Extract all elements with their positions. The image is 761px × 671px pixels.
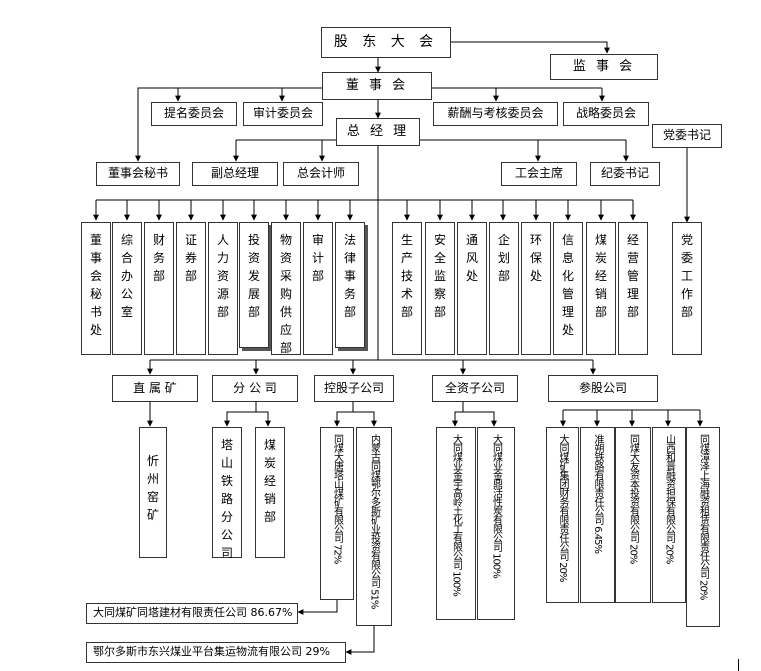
dept-board-secretary-office: 董事会秘书处	[81, 222, 111, 355]
dept-securities: 证券部	[176, 222, 206, 355]
company-label: 大同煤业金鼎活性炭有限公司 100%	[490, 434, 502, 578]
tongta-building-materials-box: 大同煤矿同塔建材有限责任公司 86.67%	[86, 603, 298, 624]
dept-ventilation: 通风处	[457, 222, 487, 355]
equity-finance-company-box: 大同煤矿集团财务有限责任公司 20%	[546, 427, 579, 603]
dept-label: 生产技术部	[400, 233, 413, 319]
dept-label: 企划部	[497, 233, 510, 283]
dept-business-management: 经营管理部	[618, 222, 648, 355]
board-of-supervisors-box: 监 事 会	[550, 54, 658, 80]
dept-party-committee: 党委工作部	[672, 222, 702, 355]
equity-hejin-guarantee-box: 山西和晋融资担保有限公司 20%	[652, 427, 686, 603]
dept-finance: 财务部	[144, 222, 174, 355]
equity-zhangze-leasing-box: 同煤漳泽上海融资租赁有限责任公司 20%	[686, 427, 720, 627]
dept-label: 综合办公室	[120, 233, 133, 319]
shareholders-meeting-box: 股 东 大 会	[321, 27, 451, 58]
company-label: 内蒙古同煤鄂尔多斯矿业投资有限公司 51%	[368, 434, 380, 609]
board-of-directors-box: 董 事 会	[322, 72, 432, 100]
dept-label: 证券部	[184, 233, 197, 283]
dept-environmental: 环保处	[521, 222, 551, 355]
dept-label: 环保处	[529, 233, 542, 283]
dept-label: 党委工作部	[680, 233, 693, 319]
compensation-committee-box: 薪酬与考核委员会	[433, 102, 558, 126]
dept-production-technology: 生产技术部	[392, 222, 422, 355]
category-direct-mines: 直 属 矿	[112, 375, 198, 402]
dept-investment-development: 投资发展部	[239, 222, 269, 348]
dept-procurement: 物资采购供应部	[271, 222, 301, 355]
dept-audit: 审计部	[303, 222, 333, 355]
dept-label: 财务部	[152, 233, 165, 283]
category-branches: 分 公 司	[212, 375, 298, 402]
xinzhouyao-mine-box: 忻州窑矿	[139, 427, 167, 558]
category-equity-holdings: 参股公司	[548, 375, 658, 402]
equity-datong-capital-box: 同煤大友资本投资有限公司 20%	[615, 427, 651, 603]
dept-label: 信息化管理处	[561, 233, 574, 337]
dept-label: 人力资源部	[216, 233, 229, 319]
dept-label: 审计部	[311, 233, 324, 283]
nomination-committee-box: 提名委员会	[151, 102, 237, 126]
dept-label: 通风处	[465, 233, 478, 283]
company-label: 同煤大唐塔山煤矿有限公司 72%	[331, 434, 343, 564]
company-label: 准朔铁路有限责任公司 6.45%	[592, 434, 603, 553]
dept-label: 物资采购供应部	[279, 233, 292, 355]
party-secretary-box: 党委书记	[652, 124, 722, 148]
wholly-owned-jinyu-box: 大同煤业金宇高岭土化工有限公司 100%	[436, 427, 476, 620]
holding-sub-ordos-box: 内蒙古同煤鄂尔多斯矿业投资有限公司 51%	[356, 427, 392, 626]
board-secretary-box: 董事会秘书	[96, 162, 180, 186]
wholly-owned-jinding-box: 大同煤业金鼎活性炭有限公司 100%	[477, 427, 515, 620]
company-label: 大同煤矿集团财务有限责任公司 20%	[557, 434, 568, 582]
dept-label: 董事会秘书处	[89, 233, 102, 337]
holding-sub-tashan-box: 同煤大唐塔山煤矿有限公司 72%	[320, 427, 354, 600]
dept-label: 煤炭经销部	[594, 233, 607, 319]
dongxing-logistics-box: 鄂尔多斯市东兴煤业平台集运物流有限公司 29%	[86, 642, 346, 663]
dept-label: 法律事务部	[343, 233, 356, 319]
coal-sales-branch-box: 煤炭经销部	[255, 427, 285, 558]
category-wholly-owned: 全资子公司	[432, 375, 518, 402]
dept-safety-supervision: 安全监察部	[425, 222, 455, 355]
dept-label: 经营管理部	[626, 233, 639, 319]
dept-legal-affairs: 法律事务部	[335, 222, 365, 348]
union-chairman-box: 工会主席	[501, 162, 577, 186]
stray-mark	[738, 659, 739, 671]
branch-label: 煤炭经销部	[263, 438, 276, 524]
discipline-secretary-box: 纪委书记	[590, 162, 660, 186]
branch-label: 塔山铁路分公司	[220, 438, 233, 560]
dept-label: 投资发展部	[247, 233, 260, 319]
company-label: 同煤大友资本投资有限公司 20%	[627, 434, 639, 564]
mine-label: 忻州窑矿	[146, 454, 159, 522]
category-holding-subsidiaries: 控股子公司	[314, 375, 394, 402]
chief-accountant-box: 总会计师	[283, 162, 359, 186]
company-label: 山西和晋融资担保有限公司 20%	[663, 434, 675, 564]
tashan-railway-branch-box: 塔山铁路分公司	[212, 427, 242, 560]
dept-label: 安全监察部	[433, 233, 446, 319]
dept-human-resources: 人力资源部	[208, 222, 238, 355]
general-manager-box: 总 经 理	[336, 118, 420, 146]
audit-committee-box: 审计委员会	[243, 102, 323, 126]
dept-general-office: 综合办公室	[112, 222, 142, 355]
company-label: 大同煤业金宇高岭土化工有限公司 100%	[450, 434, 462, 596]
strategy-committee-box: 战略委员会	[563, 102, 649, 126]
deputy-gm-box: 副总经理	[192, 162, 278, 186]
equity-zhunshuo-railway-box: 准朔铁路有限责任公司 6.45%	[580, 427, 615, 603]
dept-planning: 企划部	[489, 222, 519, 355]
dept-information-management: 信息化管理处	[553, 222, 583, 355]
company-label: 同煤漳泽上海融资租赁有限责任公司 20%	[697, 434, 709, 600]
dept-coal-sales: 煤炭经销部	[586, 222, 616, 355]
